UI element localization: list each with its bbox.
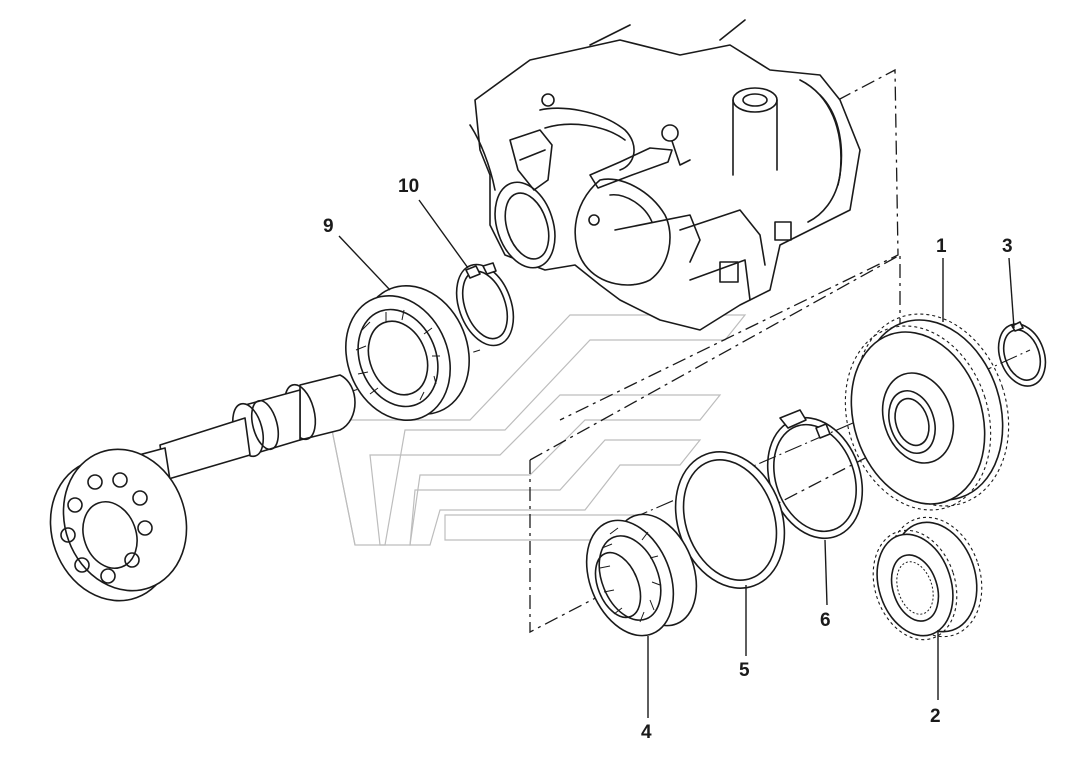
transmission-housing bbox=[469, 19, 861, 331]
callout-6: 6 bbox=[820, 610, 831, 631]
snap-ring-part-3 bbox=[997, 321, 1047, 387]
watermark-logo bbox=[329, 314, 747, 546]
callout-5: 5 bbox=[739, 660, 750, 681]
roller-bearing-part-4 bbox=[585, 513, 698, 637]
ball-bearing-part-9 bbox=[345, 284, 470, 422]
callout-2: 2 bbox=[930, 706, 941, 727]
leader-lines bbox=[338, 199, 1015, 718]
gear-part-1 bbox=[844, 313, 1010, 511]
thrust-washer-part-5 bbox=[674, 451, 786, 589]
drive-shaft bbox=[49, 374, 356, 602]
callout-1: 1 bbox=[936, 236, 947, 257]
callout-9: 9 bbox=[323, 216, 334, 237]
gear-part-2 bbox=[872, 516, 983, 641]
callout-4: 4 bbox=[641, 722, 652, 743]
callout-10: 10 bbox=[398, 176, 419, 197]
snap-ring-part-10 bbox=[455, 262, 515, 347]
callout-3: 3 bbox=[1002, 236, 1013, 257]
